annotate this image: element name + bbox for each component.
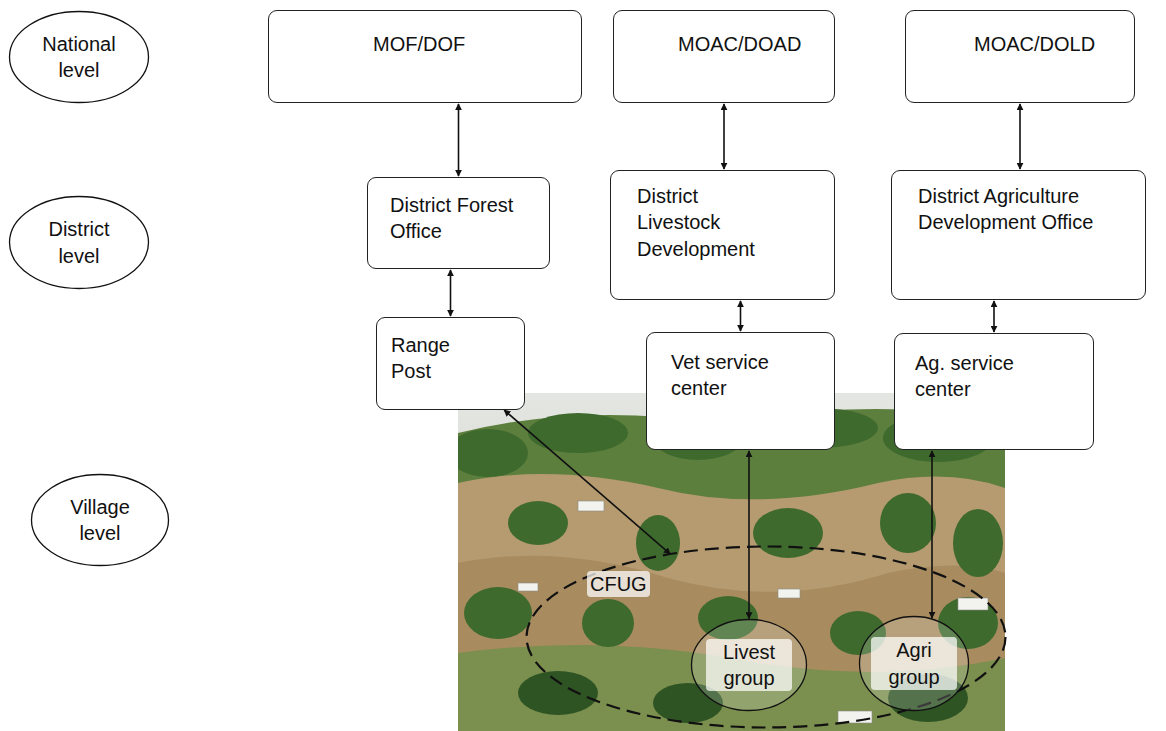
group-circle: Livest group [690, 618, 808, 712]
service-center-box: Vet service center [646, 332, 835, 450]
ellipse-shape [527, 547, 1006, 728]
ministry-box: MOAC/DOAD [613, 10, 835, 103]
user-group-boundary: CFUG Livest group Agri group [525, 545, 1007, 729]
level-ellipse: National level [8, 10, 150, 104]
group-circle: Agri group [858, 615, 970, 712]
photo-houses [518, 501, 988, 723]
ellipse-outline [30, 473, 170, 567]
ministry-box: MOAC/DOLD [905, 10, 1135, 103]
ellipse-shape [32, 475, 169, 566]
node-label: MOAC/DOAD [678, 31, 828, 57]
node-label: National level [34, 31, 124, 84]
connector-arrow [458, 104, 460, 176]
node-label: Livest group [706, 639, 792, 692]
node-label: Village level [55, 494, 145, 547]
node-label: Ag. service center [915, 350, 1065, 403]
node-label: Agri group [871, 637, 957, 690]
connector-arrow [740, 301, 742, 331]
node-label: District Livestock Development [637, 183, 787, 262]
ellipse-shape [692, 620, 807, 711]
connector-arrow [450, 270, 452, 316]
node-label: MOAC/DOLD [974, 31, 1124, 57]
node-label: District Agriculture Development Office [918, 183, 1133, 236]
node-label: MOF/DOF [373, 31, 563, 57]
service-post-box: Range Post [376, 317, 525, 410]
level-ellipse: Village level [30, 473, 170, 567]
node-label: District Forest Office [390, 192, 540, 245]
connector-arrow [931, 451, 933, 618]
level-ellipse: District level [8, 195, 150, 290]
ellipse-outline [8, 10, 150, 104]
connector-arrow [1019, 104, 1021, 169]
node-label: CFUG [587, 571, 650, 597]
district-office-box: District Forest Office [367, 177, 550, 269]
node-label: Vet service center [671, 349, 811, 402]
photo-hill-far [458, 409, 1005, 731]
node-label: District level [34, 216, 124, 269]
ellipse-shape [860, 617, 969, 711]
connector-arrow [723, 104, 725, 169]
service-center-box: Ag. service center [894, 333, 1094, 450]
node-label: Range Post [391, 332, 481, 385]
connector-arrow [748, 451, 750, 619]
district-office-box: District Agriculture Development Office [891, 170, 1146, 300]
ellipse-outline [8, 195, 150, 290]
ellipse-shape [10, 197, 149, 289]
connector-arrow [993, 301, 995, 332]
photo-slope [458, 474, 1005, 731]
district-office-box: District Livestock Development [610, 170, 835, 300]
ellipse-shape [10, 12, 149, 103]
ministry-box: MOF/DOF [268, 10, 582, 103]
photo-slope-low [458, 556, 1005, 731]
